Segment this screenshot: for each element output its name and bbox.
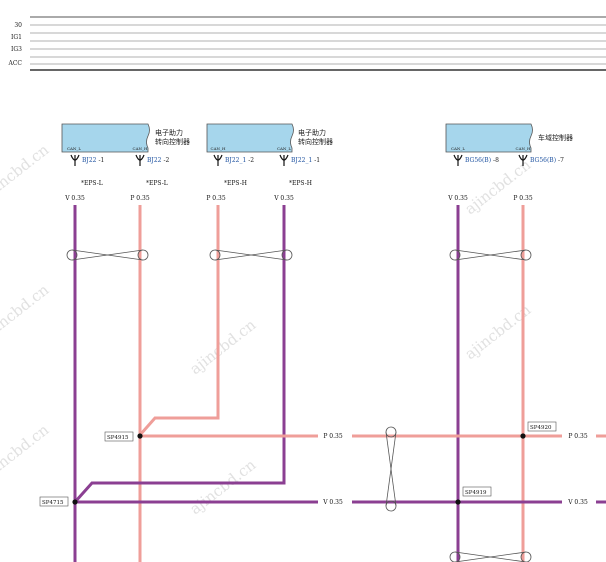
connector-body — [206, 123, 294, 153]
pin-ids: BJ22-1 BJ22-2 BJ22_1-2 BJ22_1-1 BG56(B)-… — [82, 157, 564, 164]
splice-label: SP4915 — [107, 435, 129, 441]
pin-name: CAN_L — [277, 146, 291, 151]
wire-gauge-label: P 0.35 — [130, 195, 149, 202]
connector-title: 电子助力 — [298, 128, 326, 137]
connector-title: 转向控制器 — [155, 137, 190, 146]
wire-gauge-label: V 0.35 — [322, 499, 343, 506]
signal-labels: *EPS-L *EPS-L *EPS-H *EPS-H — [81, 180, 312, 187]
connector-title: 电子助力 — [155, 128, 183, 137]
pin-arrow-icon — [135, 154, 145, 166]
rail-label-acc: ACC — [7, 60, 22, 67]
pin-arrows — [70, 154, 528, 166]
twist-marker — [66, 249, 149, 261]
power-rails: 30 IG1 IG3 ACC — [7, 16, 606, 71]
pin-id: BJ22_1-1 — [291, 157, 320, 164]
twisted-pair-markers — [66, 249, 532, 562]
pin-name: CAN_H — [211, 146, 226, 151]
splice-dot — [72, 499, 78, 505]
rail-label-ig1: IG1 — [11, 34, 22, 41]
splice-label: SP4715 — [42, 500, 64, 506]
wire-gauge-label: V 0.35 — [273, 195, 294, 202]
connector-eps-2[interactable]: CAN_H CAN_L 电子助力 转向控制器 — [206, 123, 333, 153]
splice-label: SP4919 — [465, 490, 487, 496]
wire-gauge-label: V 0.35 — [64, 195, 85, 202]
splice-dot — [455, 499, 461, 505]
pin-arrow-icon — [279, 154, 289, 166]
wire-gauge-labels: V 0.35 P 0.35 P 0.35 V 0.35 V 0.35 P 0.3… — [64, 195, 588, 506]
pin-id: BG56(B)-8 — [465, 157, 499, 164]
watermark: ajincbd.cn — [186, 455, 259, 518]
twist-marker — [449, 551, 532, 562]
rail-label-ig3: IG3 — [11, 46, 22, 53]
connector-title: 转向控制器 — [298, 137, 333, 146]
connector-eps-1[interactable]: CAN_L CAN_H 电子助力 转向控制器 — [61, 123, 190, 153]
splice-sp4920: SP4920 — [520, 421, 557, 439]
splice-dot — [520, 433, 526, 439]
splice-dot — [137, 433, 143, 439]
pin-id: BJ22_1-2 — [225, 157, 254, 164]
twist-marker — [209, 249, 293, 261]
splice-label: SP4920 — [530, 425, 552, 431]
twist-marker — [449, 249, 532, 261]
twist-marker-vertical — [385, 426, 397, 512]
pin-id: BJ22-1 — [82, 157, 104, 164]
wire-gauge-label: V 0.35 — [447, 195, 468, 202]
splice-sp4919: SP4919 — [455, 486, 492, 505]
connector-body — [445, 123, 533, 153]
splice-sp4715: SP4715 — [39, 496, 78, 507]
wire-gauge-label: V 0.35 — [567, 499, 588, 506]
signal-label: *EPS-L — [146, 180, 168, 187]
wire-gauge-label: P 0.35 — [206, 195, 225, 202]
wire-gauge-label: P 0.35 — [323, 433, 342, 440]
pin-id: BG56(B)-7 — [530, 157, 564, 164]
pin-arrow-icon — [453, 154, 463, 166]
watermark: ajincbd.cn — [0, 420, 53, 483]
splice-sp4915: SP4915 — [104, 431, 143, 442]
rail-label-30: 30 — [14, 22, 22, 29]
connector-domain-controller[interactable]: CAN_L CAN_H 车域控制器 — [445, 123, 573, 153]
signal-label: *EPS-L — [81, 180, 103, 187]
connector-body — [61, 123, 150, 153]
connector-title: 车域控制器 — [538, 133, 573, 142]
watermark: ajincbd.cn — [0, 280, 53, 343]
splices: SP4915 SP4715 SP4920 SP4919 — [39, 421, 557, 507]
wire-gauge-label: P 0.35 — [568, 433, 587, 440]
pin-name: CAN_L — [67, 146, 81, 151]
vertical-wires — [73, 205, 525, 562]
horizontal-wires — [75, 434, 606, 504]
watermark: ajincbd.cn — [186, 315, 259, 378]
wire-v-col4 — [73, 205, 286, 504]
pin-arrow-icon — [518, 154, 528, 166]
signal-label: *EPS-H — [289, 180, 312, 187]
pin-name: CAN_L — [451, 146, 465, 151]
wire-p-col3 — [138, 205, 220, 436]
wire-gauge-label: P 0.35 — [513, 195, 532, 202]
pin-arrow-icon — [70, 154, 80, 166]
watermark: ajincbd.cn — [0, 140, 53, 203]
pin-name: CAN_H — [133, 146, 148, 151]
signal-label: *EPS-H — [224, 180, 247, 187]
pin-name: CAN_H — [516, 146, 531, 151]
pin-arrow-icon — [213, 154, 223, 166]
pin-id: BJ22-2 — [147, 157, 169, 164]
